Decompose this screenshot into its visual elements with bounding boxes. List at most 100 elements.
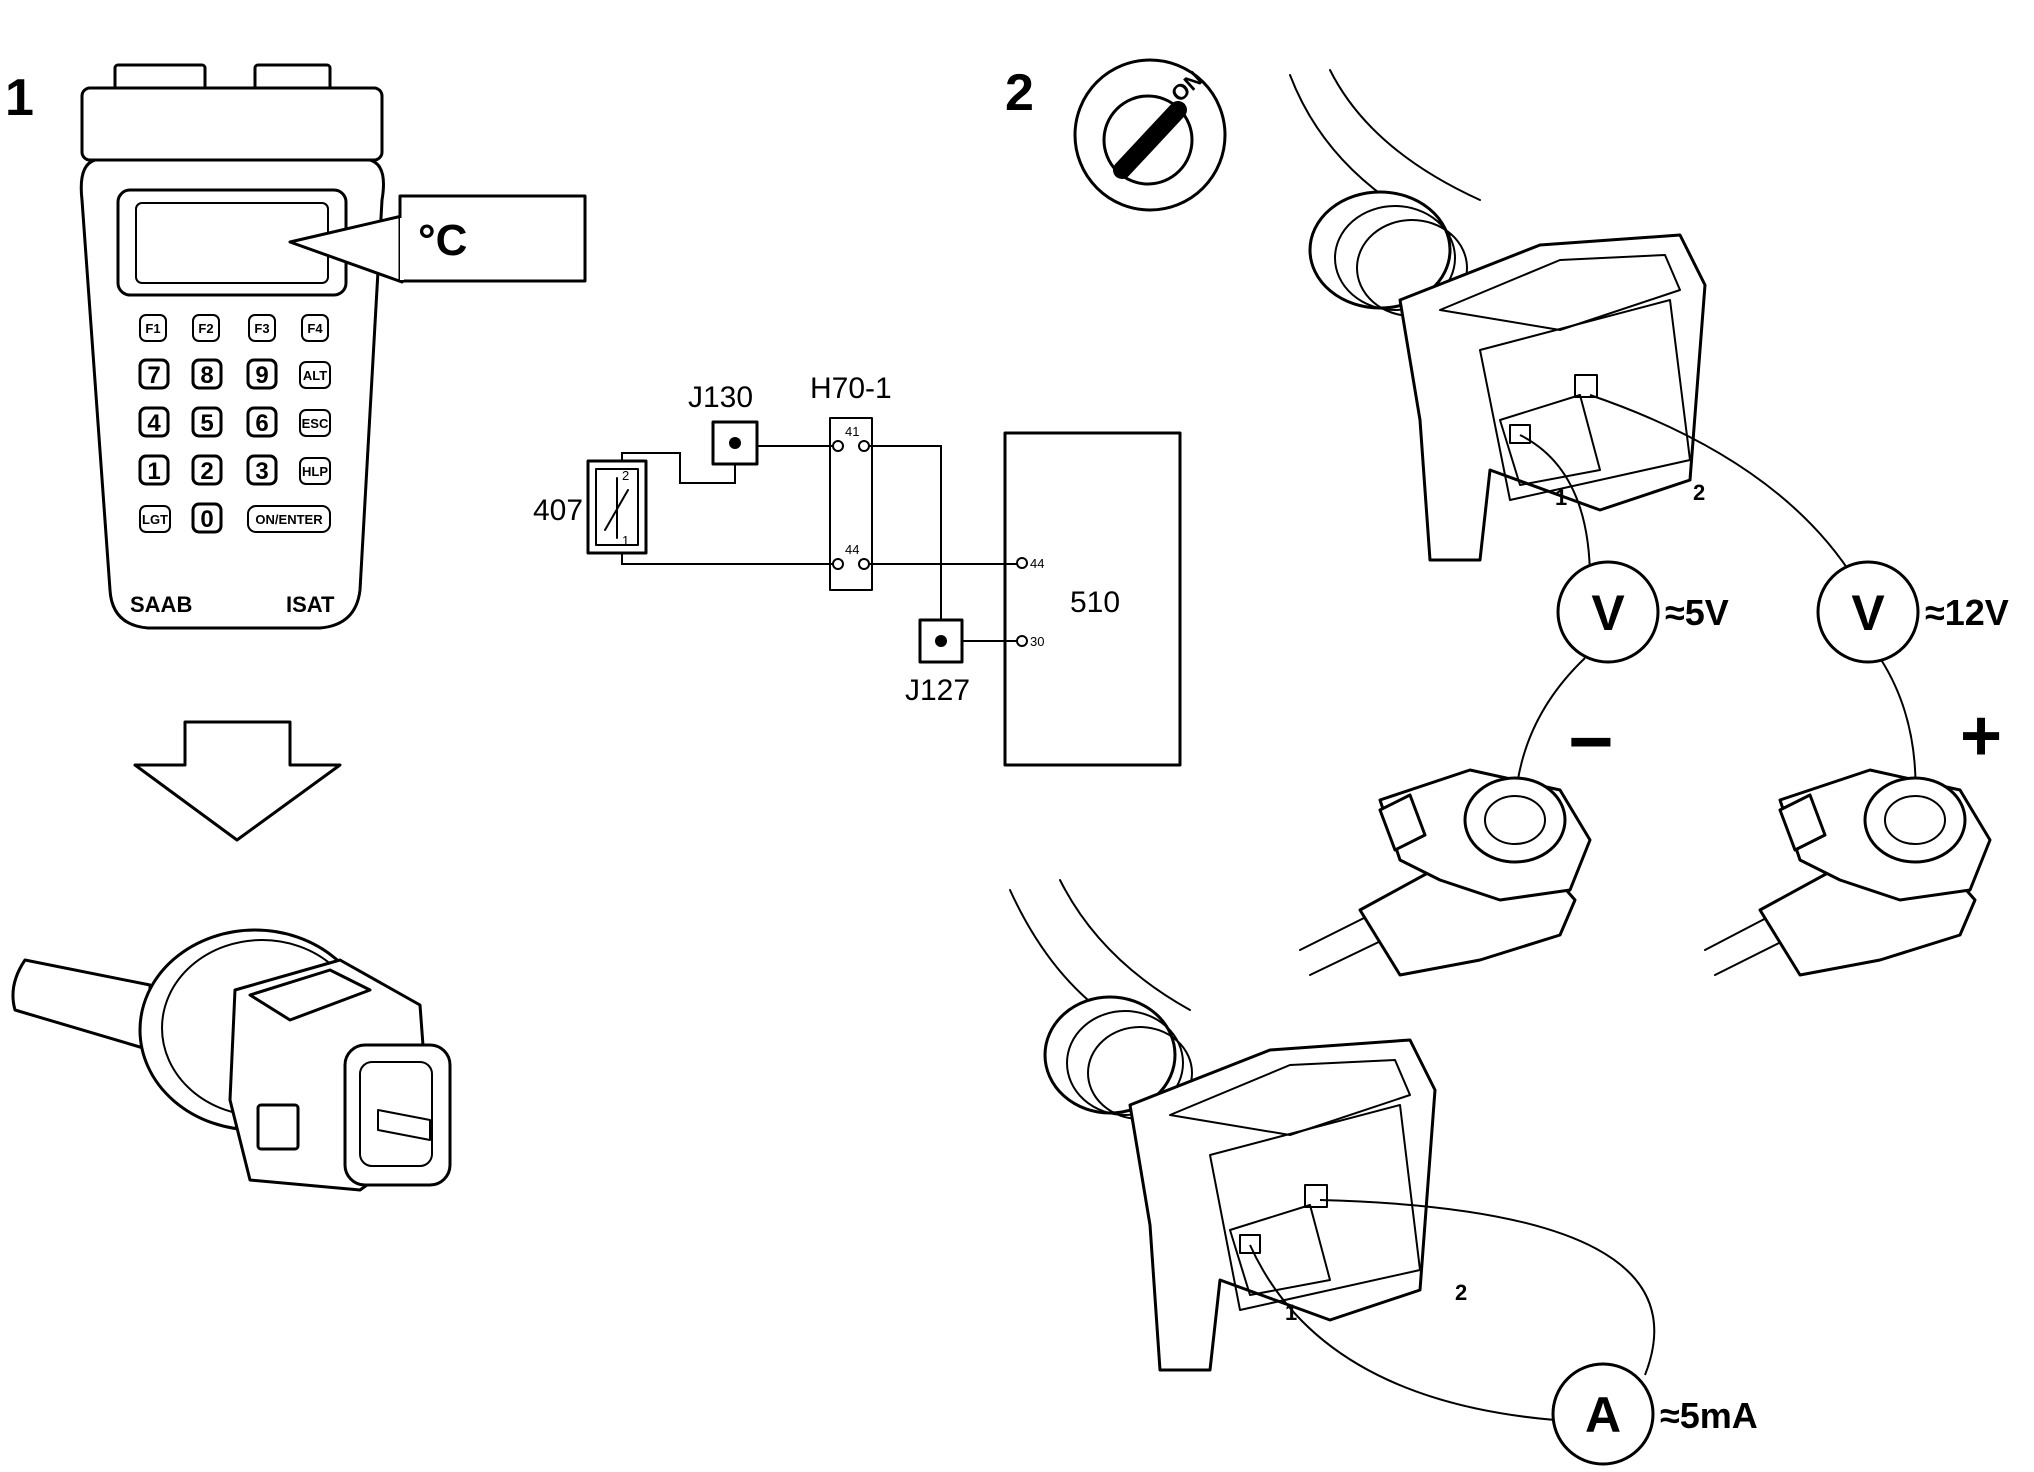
control-unit-510-label: 510 (1070, 586, 1120, 619)
voltmeter-2-icon (1816, 560, 1920, 664)
key-0[interactable] (191, 502, 223, 534)
key-alt[interactable] (299, 361, 331, 389)
connector-lower-pin-2-label: 2 (1455, 1280, 1467, 1305)
key-esc[interactable] (299, 409, 331, 437)
ignition-key-icon (1113, 101, 1187, 179)
key-9-label: 9 (255, 362, 268, 389)
harness-cable-lower-b (1059, 879, 1191, 1011)
battery-post-neg-inner (1484, 795, 1546, 845)
cable-boot-lower-ring-1 (1066, 1010, 1184, 1116)
ignition-bezel (1073, 58, 1227, 212)
wire-sensor-to-j130 (621, 452, 736, 484)
connector-h70-1-label: H70-1 (810, 372, 892, 405)
key-2[interactable] (191, 454, 223, 486)
display-unit-text: °C (418, 216, 467, 265)
key-f1-label: F1 (145, 321, 160, 336)
lead-pin2-to-voltmeter (1589, 394, 1856, 581)
connector-pin-41-left (832, 440, 844, 452)
key-7[interactable] (138, 358, 170, 390)
connector-upper-pin-2-label: 2 (1693, 480, 1705, 505)
ecu-pin-44-label: 44 (1030, 556, 1044, 571)
polarity-positive-symbol: + (1960, 696, 2002, 776)
junction-j127-label: J127 (905, 674, 970, 707)
step-number-2: 2 (1005, 64, 1034, 122)
connector-upper-terminal-1 (1509, 424, 1531, 444)
key-5-label: 5 (200, 410, 213, 437)
sensor-407-inner (595, 468, 639, 546)
connector-lower-front-face (1209, 1104, 1421, 1311)
key-4[interactable] (138, 406, 170, 438)
key-6[interactable] (246, 406, 278, 438)
key-9[interactable] (246, 358, 278, 390)
battery-clamp-neg-bolt (1378, 793, 1427, 852)
connector-pin-44-left (832, 558, 844, 570)
key-2-label: 2 (200, 458, 213, 485)
key-on-enter[interactable] (247, 505, 331, 533)
connector-pin-41-label: 41 (845, 424, 859, 439)
ignition-on-label: ON (1166, 66, 1207, 107)
key-8-label: 8 (200, 362, 213, 389)
key-esc-label: ESC (302, 416, 329, 431)
connector-upper-front-face (1479, 299, 1691, 501)
voltmeter-1-symbol: V (1591, 585, 1625, 641)
ecu-pin-30 (1016, 635, 1028, 647)
connector-upper-body (1398, 233, 1707, 562)
battery-clamp-pos-bolt (1778, 793, 1827, 852)
cable-boot-upper-ring-1 (1334, 205, 1456, 311)
key-4-label: 4 (147, 410, 161, 437)
voltmeter-pin1: V ≈5V (1556, 560, 1729, 664)
junction-j127-dot (935, 635, 947, 647)
wire-h70-41-to-j127 (869, 445, 942, 620)
key-3[interactable] (246, 454, 278, 486)
key-f4[interactable] (301, 314, 329, 342)
connector-upper-terminal-2 (1574, 374, 1598, 398)
lead-pin1-to-voltmeter (1519, 434, 1591, 581)
voltmeter-2-symbol: V (1851, 585, 1885, 641)
key-f2[interactable] (192, 314, 220, 342)
key-f2-label: F2 (198, 321, 213, 336)
key-0-label: 0 (200, 506, 213, 533)
ecu-pin-30-label: 30 (1030, 634, 1044, 649)
key-f3-label: F3 (254, 321, 269, 336)
key-lgt[interactable] (139, 505, 171, 533)
connector-lower-body (1128, 1038, 1437, 1372)
key-hlp[interactable] (299, 457, 331, 485)
connector-pin-41-right (858, 440, 870, 452)
key-5[interactable] (191, 406, 223, 438)
sensor-pin (377, 1109, 431, 1141)
sensor-probe (11, 958, 152, 1052)
key-7-label: 7 (147, 362, 160, 389)
step-number-1: 1 (5, 69, 34, 127)
tester-model-text: ISAT (286, 592, 335, 617)
key-f3[interactable] (248, 314, 276, 342)
key-1[interactable] (138, 454, 170, 486)
key-f1[interactable] (139, 314, 167, 342)
connector-lower-cavity (1229, 1204, 1331, 1296)
connector-lower-terminal-1 (1239, 1234, 1261, 1254)
connector-pin-44-label: 44 (845, 542, 859, 557)
battery-terminal-negative (1299, 768, 1592, 977)
current-reading: ≈5mA (1660, 1395, 1758, 1436)
key-f4-label: F4 (307, 321, 323, 336)
ignition-switch: ON (1073, 58, 1227, 212)
connector-h70-1-symbol (829, 417, 873, 591)
key-hlp-label: HLP (302, 464, 328, 479)
junction-j130-label: J130 (688, 381, 753, 414)
sensor-socket-inner (359, 1061, 433, 1167)
key-alt-label: ALT (303, 368, 327, 383)
temperature-sensor-illustration (11, 928, 452, 1192)
sensor-connector-latch (248, 968, 372, 1022)
ammeter-symbol: A (1585, 1387, 1621, 1443)
battery-terminal-positive (1704, 768, 1992, 977)
battery-post-pos-inner (1884, 795, 1946, 845)
harness-cable-upper-b (1329, 69, 1481, 201)
connector-upper-cavity (1499, 394, 1601, 486)
sensor-socket (343, 1043, 452, 1187)
ecu-pin-44 (1016, 557, 1028, 569)
voltage-pin1-reading: ≈5V (1665, 592, 1729, 633)
key-8[interactable] (191, 358, 223, 390)
tester-connector-housing (80, 86, 384, 162)
tester-brand-text: SAAB (130, 592, 192, 617)
ignition-lock (1102, 94, 1194, 186)
connector-pin-44-right (858, 558, 870, 570)
